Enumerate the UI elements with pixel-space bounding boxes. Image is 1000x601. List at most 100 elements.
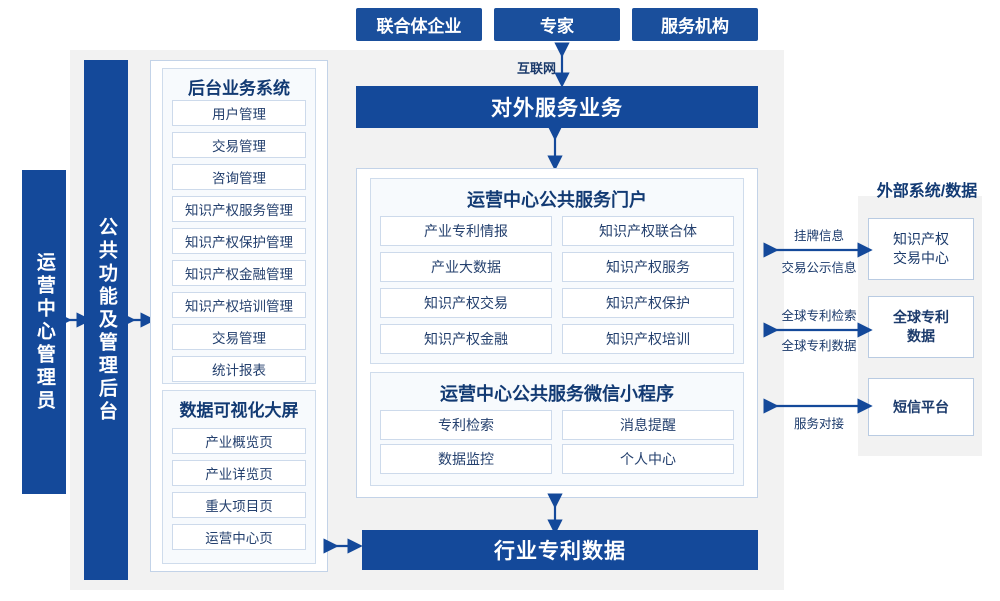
portal-item-3[interactable]: 知识产权服务 [562,252,734,282]
arrow-public-to-backend [120,312,156,328]
external-service-bar[interactable]: 对外服务业务 [356,86,758,128]
backend-item-label: 用户管理 [212,107,266,122]
backend-item-label: 知识产权保护管理 [185,235,293,250]
portal-title: 运营中心公共服务门户 [370,186,744,212]
miniprogram-item-label: 数据监控 [438,451,494,467]
miniprogram-item-label: 专利检索 [438,417,494,433]
external-systems-title: 外部系统/数据 [862,178,992,200]
backend-business-system-title: 后台业务系统 [162,74,316,98]
portal-item-label: 知识产权培训 [606,331,690,347]
internet-text: 互联网 [516,61,556,76]
top-entity-expert[interactable]: 专家 [494,8,620,41]
portal-item-label: 知识产权服务 [606,259,690,275]
backend-item-8[interactable]: 统计报表 [172,356,306,382]
visualization-item-label: 运营中心页 [205,531,273,546]
left-bar-operation-admin[interactable]: 运营中心管理员 [22,170,66,494]
internet-label: 互联网 [492,58,556,77]
label-text: 全球专利数据 [781,338,857,353]
connector-label-listing-info: 挂牌信息 [778,226,860,243]
title-text: 运营中心公共服务门户 [467,190,647,210]
miniprogram-item-label: 消息提醒 [620,417,676,433]
backend-item-label: 统计报表 [212,363,266,378]
miniprogram-item-label: 个人中心 [620,451,676,467]
external-item-sms-platform[interactable]: 短信平台 [868,378,974,436]
connector-label-global-patent-data: 全球专利数据 [770,336,868,353]
portal-item-label: 知识产权金融 [424,331,508,347]
external-service-bar-label: 对外服务业务 [491,97,623,120]
portal-item-6[interactable]: 知识产权金融 [380,324,552,354]
portal-item-1[interactable]: 知识产权联合体 [562,216,734,246]
visualization-item-3[interactable]: 运营中心页 [172,524,306,550]
backend-item-label: 咨询管理 [212,171,266,186]
miniprogram-item-1[interactable]: 消息提醒 [562,410,734,440]
data-visualization-title: 数据可视化大屏 [162,396,316,420]
miniprogram-item-3[interactable]: 个人中心 [562,444,734,474]
connector-label-trade-public-info: 交易公示信息 [770,258,868,275]
portal-item-label: 知识产权交易 [424,295,508,311]
backend-item-label: 交易管理 [212,331,266,346]
arrow-admin-to-backend [56,312,92,328]
external-item-label: 全球专利 数据 [893,309,949,344]
external-item-ip-exchange[interactable]: 知识产权 交易中心 [868,218,974,280]
top-entity-label: 专家 [540,17,574,36]
connector-label-service-docking: 服务对接 [778,414,860,431]
portal-item-2[interactable]: 产业大数据 [380,252,552,282]
portal-item-label: 知识产权联合体 [599,223,697,239]
backend-item-5[interactable]: 知识产权金融管理 [172,260,306,286]
visualization-item-0[interactable]: 产业概览页 [172,428,306,454]
title-text: 外部系统/数据 [876,183,978,200]
portal-item-0[interactable]: 产业专利情报 [380,216,552,246]
external-item-label: 知识产权 交易中心 [893,231,949,266]
title-text: 数据可视化大屏 [179,400,299,420]
portal-item-label: 产业专利情报 [424,223,508,239]
backend-item-label: 知识产权培训管理 [185,299,293,314]
backend-item-2[interactable]: 咨询管理 [172,164,306,190]
backend-item-label: 知识产权金融管理 [185,267,293,282]
left-bar-label: 公共功能及管理后台 [95,216,117,424]
portal-item-7[interactable]: 知识产权培训 [562,324,734,354]
label-text: 挂牌信息 [793,228,844,243]
top-entity-label: 服务机构 [661,17,729,36]
arrow-external-ip-exchange [763,242,873,258]
title-text: 后台业务系统 [188,78,290,98]
arrow-center-to-patent [547,493,563,535]
visualization-item-label: 重大项目页 [205,499,273,514]
backend-item-1[interactable]: 交易管理 [172,132,306,158]
label-text: 全球专利检索 [781,308,857,323]
visualization-item-1[interactable]: 产业详览页 [172,460,306,486]
backend-item-4[interactable]: 知识产权保护管理 [172,228,306,254]
external-item-global-patent-data[interactable]: 全球专利 数据 [868,296,974,358]
arrow-external-global-patent [763,322,873,338]
top-entity-service-agency[interactable]: 服务机构 [632,8,758,41]
visualization-item-label: 产业概览页 [205,435,273,450]
visualization-item-2[interactable]: 重大项目页 [172,492,306,518]
visualization-item-label: 产业详览页 [205,467,273,482]
miniprogram-item-0[interactable]: 专利检索 [380,410,552,440]
title-text: 运营中心公共服务微信小程序 [440,384,674,404]
portal-item-label: 知识产权保护 [606,295,690,311]
backend-item-0[interactable]: 用户管理 [172,100,306,126]
portal-item-4[interactable]: 知识产权交易 [380,288,552,318]
label-text: 服务对接 [793,416,844,431]
left-bar-label: 运营中心管理员 [33,251,55,413]
backend-item-6[interactable]: 知识产权培训管理 [172,292,306,318]
top-entity-label: 联合体企业 [376,17,462,36]
arrow-visualization-to-patent [323,538,363,554]
portal-item-5[interactable]: 知识产权保护 [562,288,734,318]
connector-label-global-patent-search: 全球专利检索 [770,306,868,323]
arrow-internet [554,42,570,88]
arrow-external-sms [763,398,873,414]
backend-item-3[interactable]: 知识产权服务管理 [172,196,306,222]
backend-item-label: 交易管理 [212,139,266,154]
left-bar-public-functions[interactable]: 公共功能及管理后台 [84,60,128,580]
industry-patent-data-bar[interactable]: 行业专利数据 [362,530,758,570]
backend-item-label: 知识产权服务管理 [185,203,293,218]
portal-item-label: 产业大数据 [431,259,501,275]
external-item-label: 短信平台 [893,398,949,415]
top-entity-union-enterprise[interactable]: 联合体企业 [356,8,482,41]
industry-patent-data-label: 行业专利数据 [494,540,626,563]
miniprogram-title: 运营中心公共服务微信小程序 [370,380,744,406]
label-text: 交易公示信息 [781,260,857,275]
backend-item-7[interactable]: 交易管理 [172,324,306,350]
miniprogram-item-2[interactable]: 数据监控 [380,444,552,474]
